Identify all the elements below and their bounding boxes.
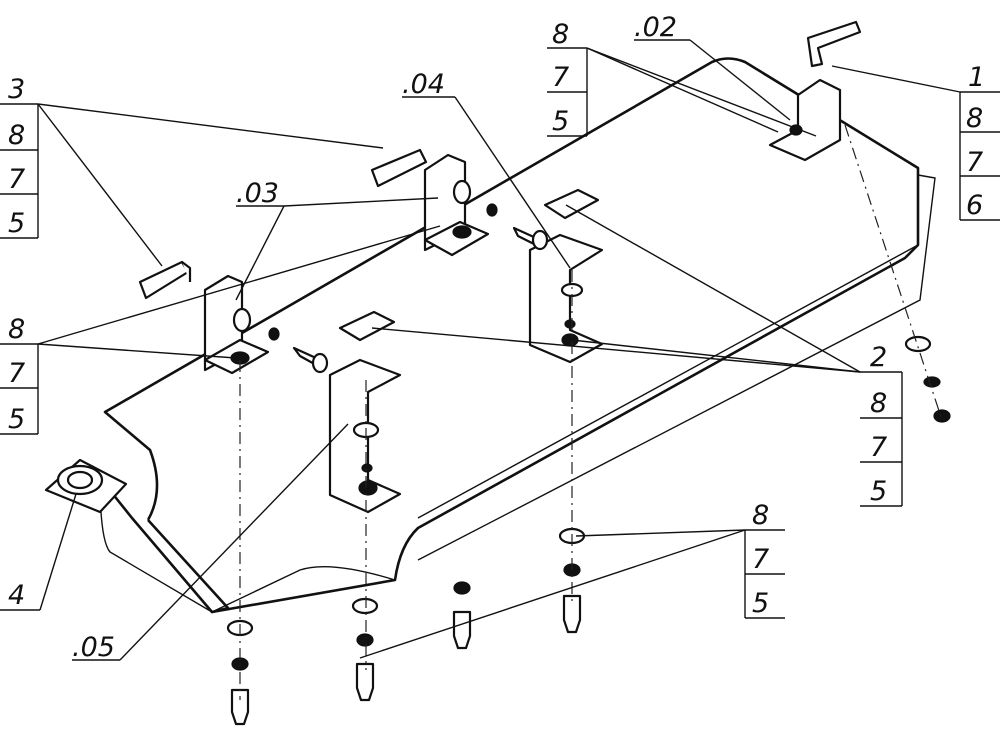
callout-1-label: 7 <box>966 147 983 178</box>
callout-8-top-label: 8 <box>552 19 569 50</box>
callout-04-label: .04 <box>402 69 445 100</box>
callout-02: .02 <box>634 12 690 43</box>
skid-plate <box>98 57 936 614</box>
callout-3-label: 7 <box>8 164 25 195</box>
boss-4 <box>44 458 128 514</box>
callout-3-label: 5 <box>8 208 25 239</box>
callout-2-label: 5 <box>870 476 887 507</box>
callout-1: 1 8 7 6 <box>959 62 1000 221</box>
callout-8-left-label: 7 <box>8 358 25 389</box>
bracket-05 <box>328 310 402 514</box>
callout-02-label: .02 <box>634 12 677 43</box>
bracket-03-left <box>138 260 270 375</box>
callout-1-label: 6 <box>966 190 983 221</box>
callout-8-top-label: 7 <box>552 62 569 93</box>
callout-05-label: .05 <box>72 632 115 663</box>
callout-04: .04 <box>402 69 455 100</box>
callout-05: .05 <box>72 632 120 663</box>
callout-2: 2 8 7 5 <box>860 342 903 507</box>
bracket-03-right <box>370 148 490 257</box>
horizontal-bolts <box>268 203 549 374</box>
bracket-02 <box>768 20 862 162</box>
callout-3-label: 8 <box>8 120 25 151</box>
callout-4-label: 4 <box>8 580 25 611</box>
center-lines <box>239 124 943 700</box>
callout-2-label: 2 <box>870 342 887 373</box>
callout-8-left: 8 7 5 <box>0 314 39 435</box>
callout-8-bottom-label: 5 <box>752 588 769 619</box>
callout-8-left-label: 8 <box>8 314 25 345</box>
callout-03-label: .03 <box>236 178 279 209</box>
callout-8-bottom: 8 7 5 <box>744 500 785 619</box>
callout-2-label: 8 <box>870 388 887 419</box>
callout-3: 3 8 7 5 <box>0 74 39 239</box>
callout-8-top-label: 5 <box>552 106 569 137</box>
callout-1-label: 1 <box>968 62 985 93</box>
callout-2-label: 7 <box>870 432 887 463</box>
callout-8-bottom-label: 7 <box>752 544 769 575</box>
callout-03: .03 <box>236 178 284 209</box>
callout-4: 4 <box>0 580 40 611</box>
callout-8-left-label: 5 <box>8 404 25 435</box>
callout-1-label: 8 <box>966 103 983 134</box>
right-fasteners <box>904 335 951 423</box>
callout-3-label: 3 <box>8 74 25 105</box>
bracket-04 <box>528 188 604 364</box>
callout-8-top: 8 7 5 <box>547 19 588 137</box>
leader-lines <box>37 39 961 661</box>
callout-8-bottom-label: 8 <box>752 500 769 531</box>
